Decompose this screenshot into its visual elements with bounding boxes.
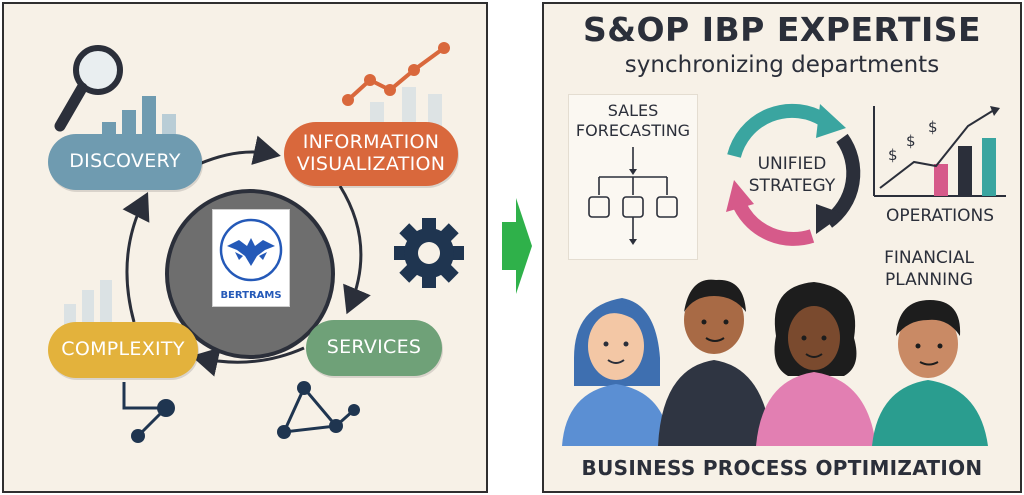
team-illustration bbox=[562, 279, 988, 446]
arrow-right-icon bbox=[502, 198, 532, 294]
unified-label: UNIFIED bbox=[757, 154, 827, 174]
operations-label: OPERATIONS bbox=[885, 206, 995, 226]
panel-title: S&OP IBP EXPERTISE bbox=[582, 10, 982, 49]
svg-text:$: $ bbox=[928, 118, 938, 136]
strategy-label: STRATEGY bbox=[748, 176, 836, 196]
financial-label: FINANCIAL bbox=[884, 248, 974, 268]
sales-forecasting-card: SALES FORECASTING bbox=[568, 94, 698, 260]
cycle-arrows-icon bbox=[122, 135, 371, 377]
trend-line-icon bbox=[342, 42, 450, 130]
company-logo: BERTRAMS bbox=[212, 209, 290, 307]
bar-chart-icon bbox=[64, 280, 112, 326]
logo-text: BERTRAMS bbox=[220, 290, 282, 301]
right-panel: S&OP IBP EXPERTISE synchronizing departm… bbox=[542, 2, 1022, 493]
network-icon bbox=[122, 382, 175, 443]
footer-text: BUSINESS PROCESS OPTIMIZATION bbox=[581, 456, 983, 480]
discovery-label: DISCOVERY bbox=[69, 150, 181, 173]
person-3 bbox=[756, 282, 876, 446]
svg-text:$: $ bbox=[888, 146, 898, 164]
cycle-arrows-icon bbox=[726, 103, 861, 246]
discovery-node: DISCOVERY bbox=[48, 134, 202, 190]
person-1 bbox=[562, 298, 670, 446]
sales-label: SALES bbox=[607, 101, 659, 120]
complexity-label: COMPLEXITY bbox=[61, 338, 185, 361]
forecasting-label: FORECASTING bbox=[575, 121, 691, 140]
complexity-node: COMPLEXITY bbox=[48, 322, 198, 378]
left-panel: BERTRAMS DISCOVERY INFORMATION VISUALIZA… bbox=[2, 2, 488, 493]
network-icon bbox=[277, 381, 360, 439]
eagle-logo-icon bbox=[219, 218, 283, 282]
dollar-chart-icon: $ $ $ bbox=[873, 106, 1006, 197]
person-4 bbox=[872, 300, 988, 446]
flowchart-icon bbox=[588, 147, 678, 245]
information-visualization-node: INFORMATION VISUALIZATION bbox=[284, 122, 458, 186]
person-2 bbox=[658, 279, 772, 446]
services-node: SERVICES bbox=[306, 320, 442, 376]
visualization-label: VISUALIZATION bbox=[296, 153, 446, 175]
panel-subtitle: synchronizing departments bbox=[624, 52, 940, 78]
gear-icon bbox=[394, 218, 464, 288]
services-label: SERVICES bbox=[326, 336, 422, 359]
magnifier-icon bbox=[54, 45, 123, 132]
planning-label: PLANNING bbox=[884, 270, 974, 290]
information-label: INFORMATION bbox=[302, 131, 440, 154]
svg-text:$: $ bbox=[906, 132, 916, 150]
